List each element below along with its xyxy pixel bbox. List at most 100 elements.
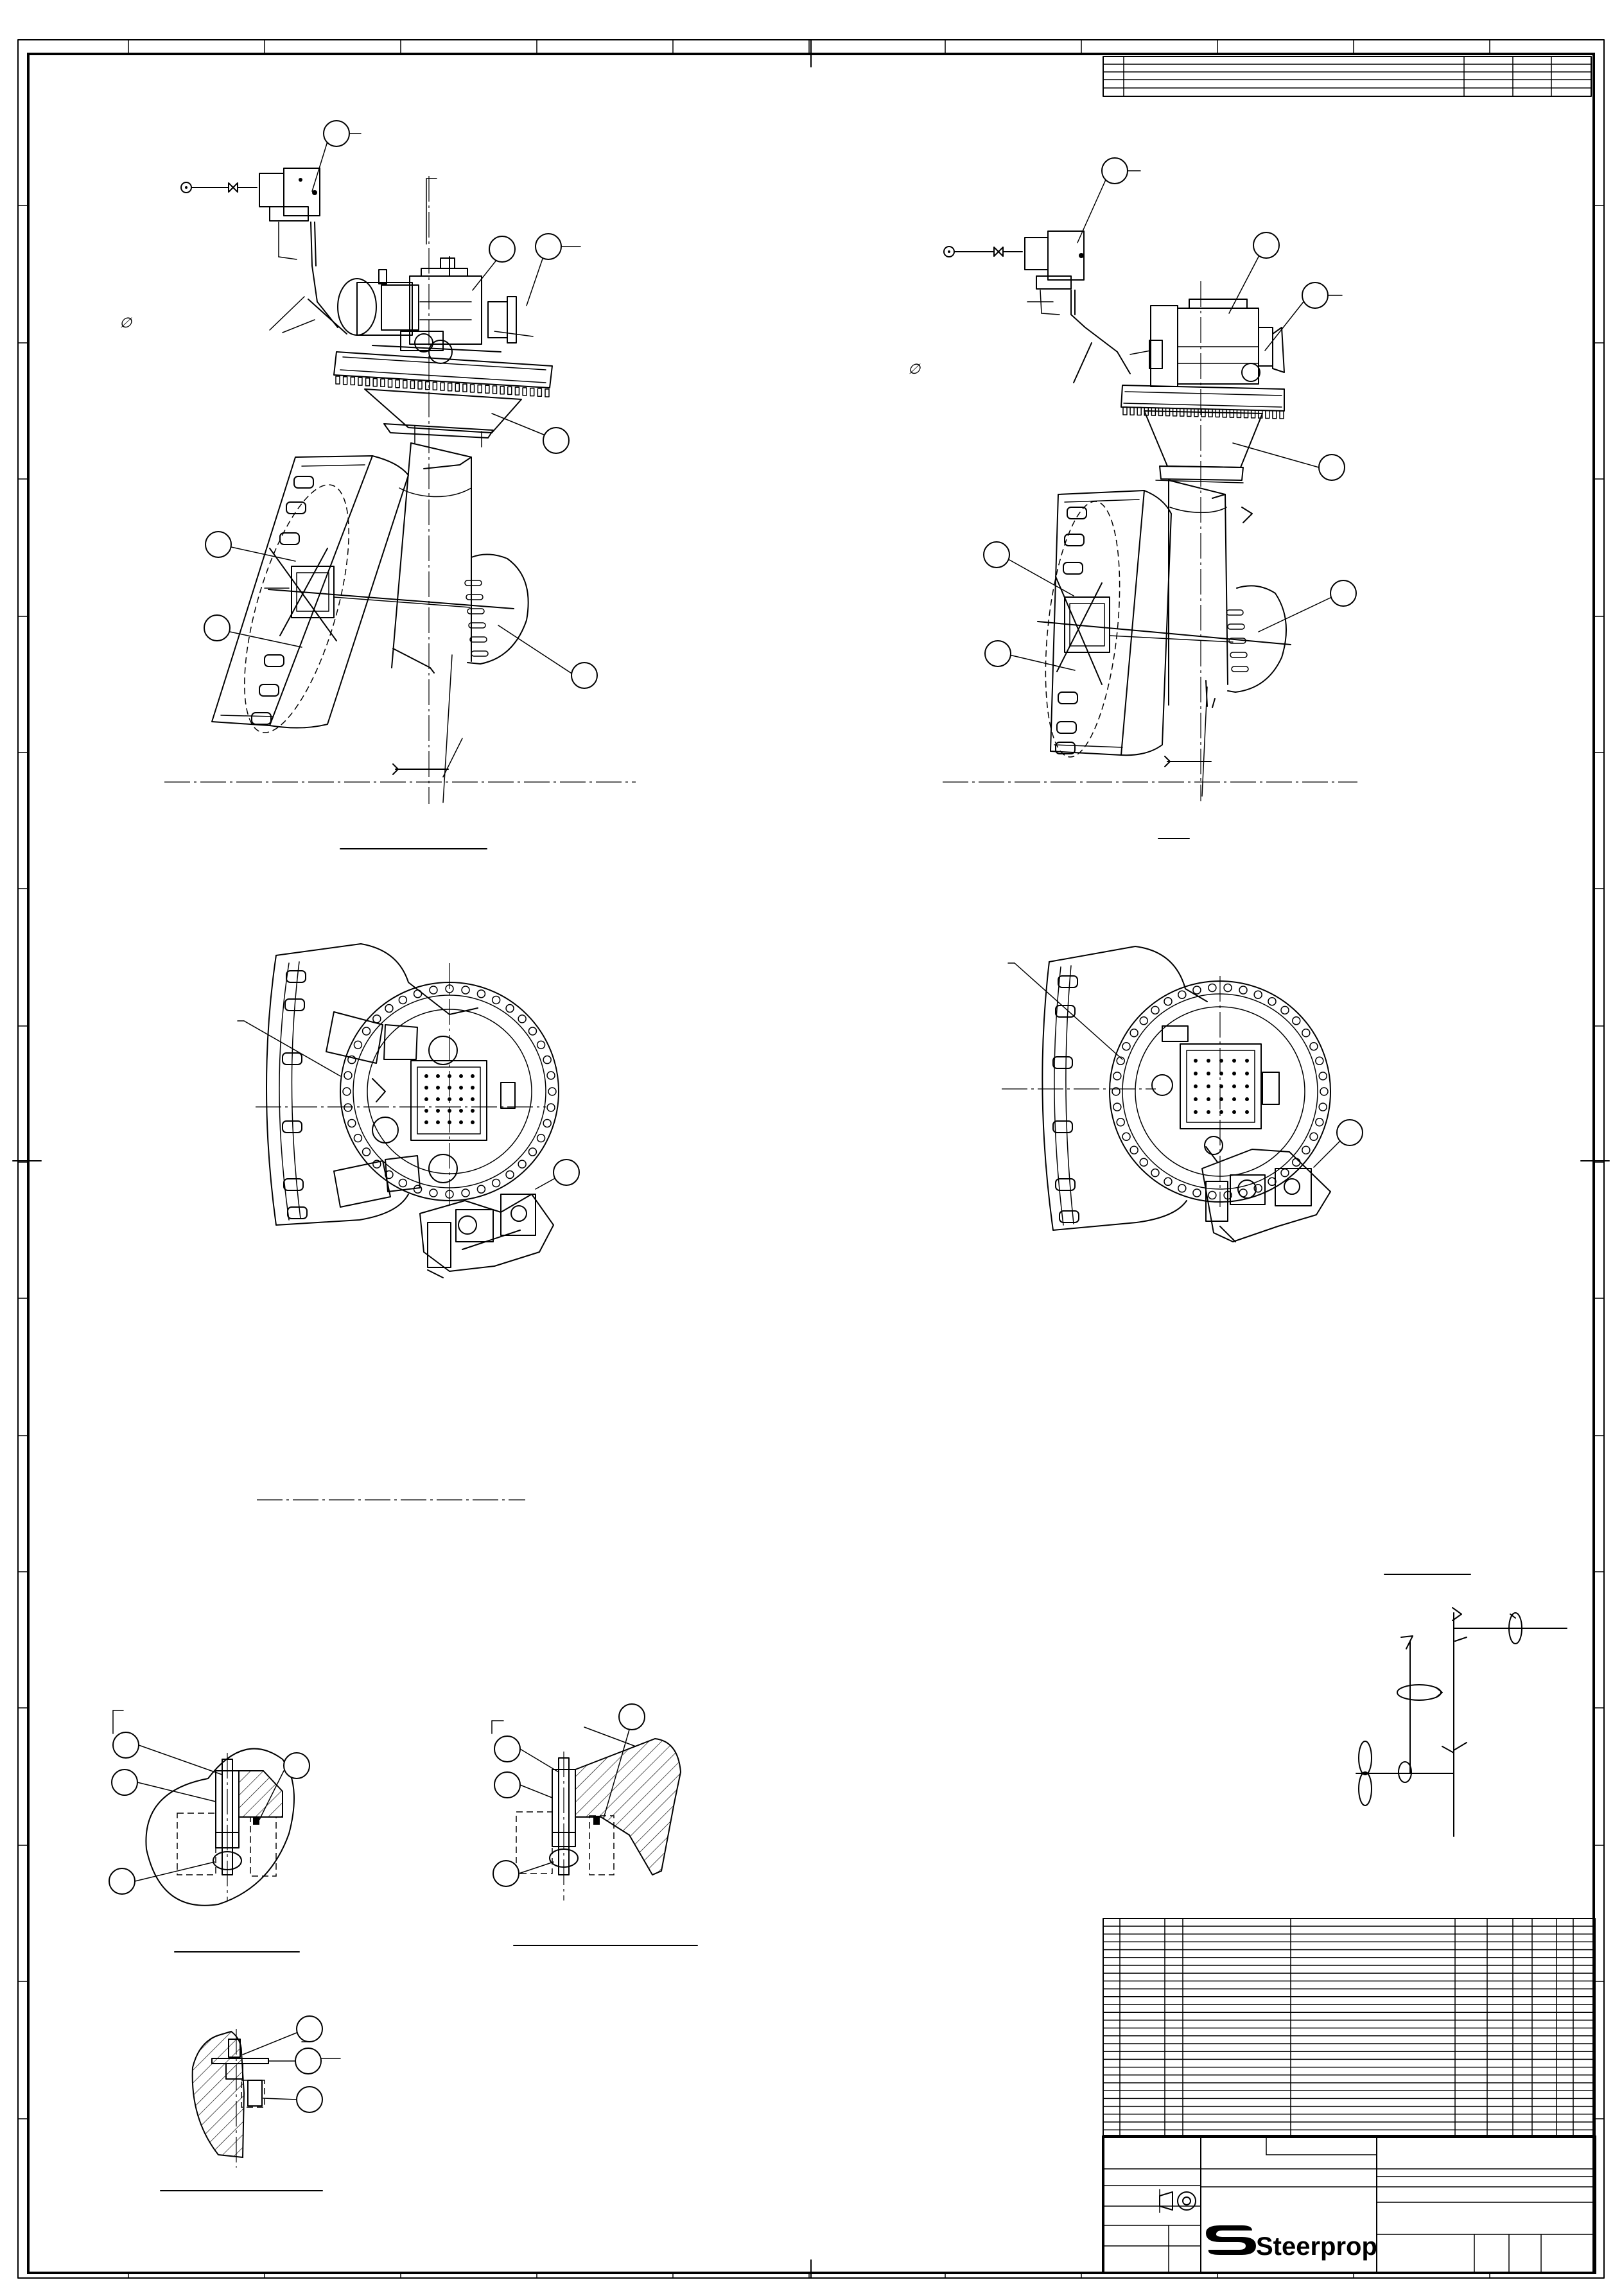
ring-bolt [417,381,423,390]
bolt-hole [505,1170,514,1179]
nozzle-duct-left [211,455,409,733]
steerprop-logo: Steerprop [1206,2225,1377,2261]
side-view-right [943,230,1357,839]
top-view-left [237,943,580,1500]
nozzle-lug [286,501,306,514]
bolt-hole [1122,1041,1131,1051]
nozzle-lug [283,1178,304,1191]
frame-zone-ticks [12,39,1610,2279]
fastener-dot [436,1097,440,1101]
bolt-hole [1302,1145,1311,1155]
ring-bolt [485,385,490,394]
ring-bolt [1137,406,1142,416]
nozzle-lug [293,476,314,489]
revision-table [1103,56,1592,97]
endcap-slot [1226,609,1244,616]
bolt-hole [1280,1005,1289,1015]
nozzle-lug [1058,975,1078,988]
balloons-left-view: ∅ [119,120,598,689]
fastener-dot [1194,1097,1198,1101]
fastener-dot [1194,1072,1198,1075]
fastener-dot [1207,1110,1210,1114]
propeller-right [1037,576,1291,685]
ring-bolt [529,387,535,397]
bolt-hole [1122,1132,1131,1142]
nozzle-lug [264,654,284,667]
fastener-dot [471,1120,475,1124]
ring-bolt [1243,409,1249,419]
side-view-left [164,168,636,849]
fastener-dot [1194,1110,1198,1114]
bolt-hole [1292,1016,1301,1025]
bolt-hole [398,995,408,1005]
ring-bolt [545,388,550,397]
bolt-hole [413,989,423,998]
bolt-hole [1309,1041,1318,1051]
bolt-hole [429,986,438,995]
bolt-hole [505,1004,514,1013]
fastener-dot [1245,1110,1249,1114]
bolt-hole [1129,1145,1138,1155]
bolt-hole [528,1147,537,1156]
bolt-hole [1151,1005,1160,1015]
fastener-dot [448,1097,451,1101]
bolt-hole [385,1004,394,1013]
fastener-dot [424,1074,428,1078]
bolt-hole [1129,1028,1138,1038]
bolt-hole [398,1178,408,1188]
steering-gear-left [337,256,517,364]
nozzle-lug [1055,1178,1076,1191]
nozzle-lug [1052,1056,1073,1069]
bolt-hole [347,1055,356,1065]
fastener-dot [459,1097,463,1101]
fastener-dot [1207,1097,1210,1101]
fastener-dot [424,1120,428,1124]
bolt-hole [491,1178,501,1188]
fastener-dot [424,1086,428,1090]
ring-bolt [395,379,400,388]
fastener-dot [1245,1072,1249,1075]
ring-bolt [462,383,467,392]
bolt-hole [1113,1102,1122,1111]
ring-bolt [1122,406,1128,415]
fastener-dot [1207,1059,1210,1063]
pod-endcap-left [464,553,529,665]
bolt-hole [342,1087,351,1096]
fastener-dot [459,1109,463,1113]
ring-bolt [424,381,430,390]
ring-bolt [1265,410,1270,419]
fastener-dot [1219,1110,1223,1114]
bolt-hole [429,1188,438,1197]
ring-bolt [447,382,453,392]
bolt-hole [1239,986,1248,995]
fastener-dot [459,1074,463,1078]
bolt-hole [1280,1168,1289,1178]
endcap-slot [468,622,486,629]
fastener-dot [1207,1084,1210,1088]
propeller-left [268,548,514,641]
bolt-hole [1139,1158,1148,1167]
detail-view-2 [491,1703,698,1946]
nozzle-lug [284,998,305,1011]
fastener-dot [471,1097,475,1101]
ring-bolt [380,378,385,388]
bolt-hole [543,1055,552,1065]
bolt-hole [461,1188,470,1197]
bolt-hole [413,1185,423,1194]
bolt-hole [1223,983,1232,993]
ring-bolt [514,387,520,396]
ring-bolt [350,376,356,386]
bolt-hole [548,1087,557,1096]
bolt-hole [1253,990,1262,999]
bolt-hole [1178,990,1187,999]
fastener-dot [1245,1084,1249,1088]
nozzle-lug [287,1206,308,1219]
nozzle-lug [1055,1005,1076,1018]
kinematic-sketch [1356,1574,1567,1837]
bolt-hole [1208,1190,1217,1200]
ring-bolt [500,385,505,395]
fastener-dot [436,1074,440,1078]
top-view-right [1002,946,1363,1242]
bolt-hole [461,986,470,995]
diameter-symbol-left: ∅ [119,315,132,331]
